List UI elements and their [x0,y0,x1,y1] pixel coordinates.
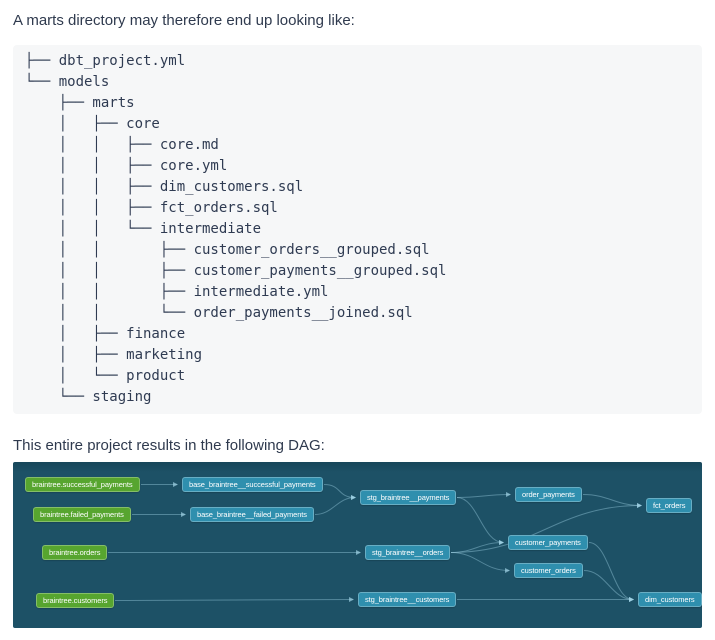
dag-edge-stg_payments-to-order_payments [456,492,511,498]
dag-edge-base_successful_payments-to-stg_payments [323,484,356,500]
dag-edge-stg_orders-to-customer_payments [450,540,504,553]
dag-node-fct_orders: fct_orders [646,498,693,513]
dag-node-stg_customers: stg_braintree__customers [358,592,457,607]
dag-node-order_payments: order_payments [515,487,582,502]
dag-node-src_customers: braintree.customers [36,593,115,608]
intro-text: A marts directory may therefore end up l… [13,12,355,29]
dag-edge-order_payments-to-fct_orders [582,494,642,508]
dag-edge-base_failed_payments-to-stg_payments [314,495,356,515]
dag-node-base_successful_payments: base_braintree__successful_payments [182,477,323,492]
directory-tree-code-block: ├── dbt_project.yml └── models ├── marts… [13,45,702,414]
dag-edge-customer_orders-to-dim_customers [583,570,634,602]
dag-image: braintree.successful_payments base_braint… [13,462,702,628]
dag-edge-stg_payments-to-customer_payments [456,497,504,545]
dag-node-stg_payments: stg_braintree__payments [360,490,457,505]
dag-edge-stg_orders-to-customer_orders [450,552,510,573]
dag-node-base_failed_payments: base_braintree__failed_payments [190,507,314,522]
dag-node-src_failed_payments: braintree.failed_payments [33,507,131,522]
dag-node-src_successful_payments: braintree.successful_payments [25,477,140,492]
dag-node-customer_payments: customer_payments [508,535,588,550]
dag-caption-text: This entire project results in the follo… [13,437,325,454]
dag-node-dim_customers: dim_customers [638,592,702,607]
directory-tree: ├── dbt_project.yml └── models ├── marts… [25,53,447,405]
dag-edge-customer_payments-to-dim_customers [588,542,634,602]
dag-edge-src_customers-to-stg_customers [114,597,354,603]
dag-node-src_orders: braintree.orders [42,545,108,560]
dag-node-customer_orders: customer_orders [514,563,583,578]
dag-edges-layer [107,482,642,603]
dag-node-stg_orders: stg_braintree__orders [365,545,451,560]
dag-edge-stg_orders-to-fct_orders [450,503,642,553]
